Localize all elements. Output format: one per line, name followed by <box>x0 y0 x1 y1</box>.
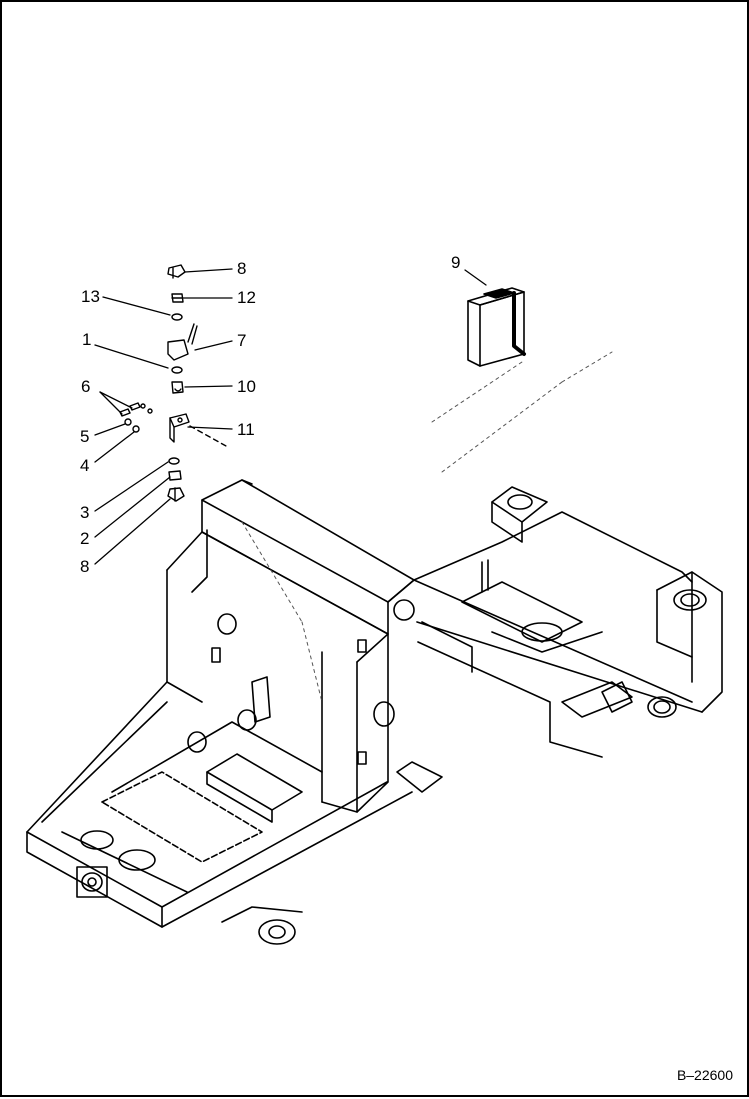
callout-10: 10 <box>237 377 256 396</box>
leader-lines <box>94 268 487 565</box>
hidden-lines <box>241 351 613 703</box>
callout-1: 1 <box>82 330 92 349</box>
drawing-code: B–22600 <box>676 1067 733 1083</box>
part-9-box <box>467 287 526 367</box>
parts-stack <box>119 264 227 502</box>
callout-6: 6 <box>81 377 91 396</box>
machine-frame <box>26 479 723 945</box>
callout-5: 5 <box>80 427 90 446</box>
callout-8-top: 8 <box>237 259 247 278</box>
callout-11: 11 <box>237 420 255 439</box>
callout-3: 3 <box>80 503 90 522</box>
callout-2: 2 <box>80 529 90 548</box>
callout-13: 13 <box>81 287 100 306</box>
callout-9: 9 <box>451 253 461 272</box>
callout-8-bottom: 8 <box>80 557 90 576</box>
callout-7: 7 <box>237 331 247 350</box>
callout-12: 12 <box>237 288 256 307</box>
callout-4: 4 <box>80 456 90 475</box>
